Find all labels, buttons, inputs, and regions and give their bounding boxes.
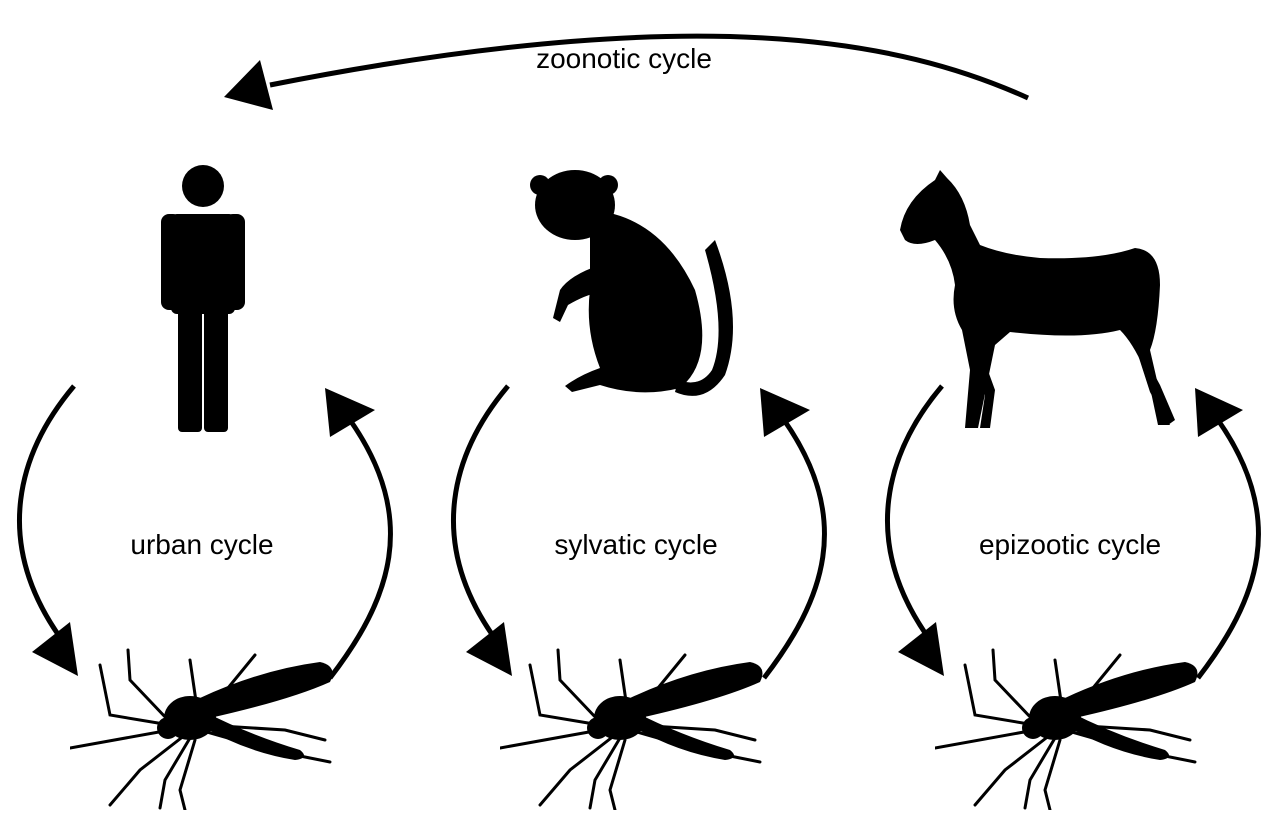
human-icon <box>161 165 245 432</box>
epizootic-cycle-label: epizootic cycle <box>979 529 1161 561</box>
monkey-icon <box>530 170 733 396</box>
mosquito-icon <box>70 650 332 810</box>
epizootic-down-arrow <box>887 386 944 676</box>
mosquito-icon <box>500 650 762 810</box>
zoonotic-cycle-label: zoonotic cycle <box>536 43 712 75</box>
sylvatic-cycle-label: sylvatic cycle <box>554 529 717 561</box>
urban-up-arrow <box>325 388 390 678</box>
sylvatic-up-arrow <box>760 388 824 678</box>
urban-down-arrow <box>19 386 78 676</box>
sylvatic-down-arrow <box>453 386 512 676</box>
urban-cycle-label: urban cycle <box>130 529 273 561</box>
mosquito-icon <box>935 650 1197 810</box>
epizootic-up-arrow <box>1195 388 1258 678</box>
